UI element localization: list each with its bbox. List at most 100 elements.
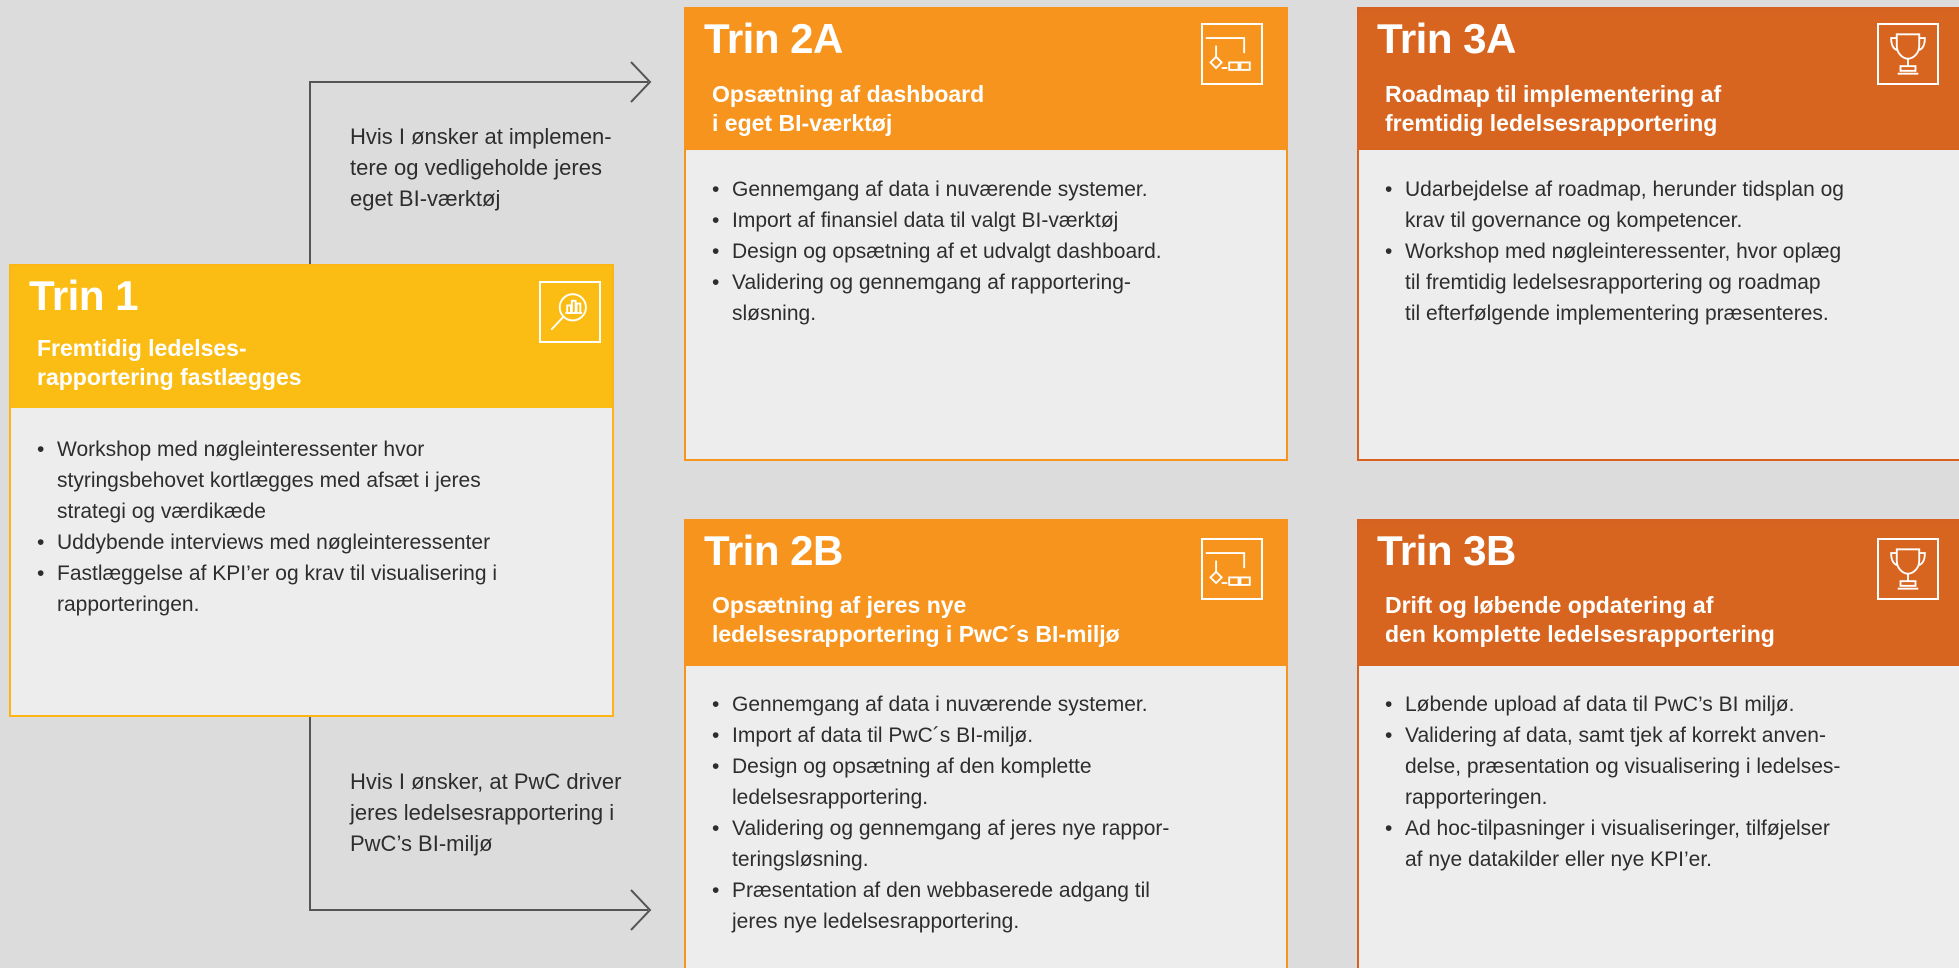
bullet-text: delse, præsentation og visualisering i l… bbox=[1405, 755, 1841, 778]
bullet-text: rapporteringen. bbox=[57, 593, 200, 616]
branch-bottom-line: PwC’s BI-miljø bbox=[350, 831, 493, 856]
bullet-icon: • bbox=[712, 693, 720, 716]
list-item: • Gennemgang af data i nuværende systeme… bbox=[712, 689, 1272, 720]
subtitle-line: Opsætning af jeres nye bbox=[712, 592, 967, 618]
card-title: Trin 3B bbox=[1377, 527, 1516, 574]
list-item: • Workshop med nøgleinteressenter, hvor … bbox=[1385, 236, 1945, 329]
bullet-icon: • bbox=[712, 271, 720, 294]
bullet-text: Gennemgang af data i nuværende systemer. bbox=[732, 693, 1148, 716]
bullet-text: Ad hoc-tilpasninger i visualiseringer, t… bbox=[1405, 817, 1830, 840]
subtitle-line: Fremtidig ledelses- bbox=[37, 335, 247, 361]
card-body: • Udarbejdelse af roadmap, herunder tids… bbox=[1385, 174, 1945, 329]
dashboard-flow-icon bbox=[1201, 23, 1263, 85]
bullet-text: Import af finansiel data til valgt BI-væ… bbox=[732, 209, 1119, 232]
arrowhead-top bbox=[630, 61, 652, 103]
card-header: Trin 1 Fremtidig ledelses- rapportering … bbox=[11, 266, 612, 408]
bullet-text: til efterfølgende implementering præsent… bbox=[1405, 302, 1829, 325]
card-header: Trin 3B Drift og løbende opdatering af d… bbox=[1359, 521, 1959, 666]
bullet-text: Uddybende interviews med nøgleinteressen… bbox=[57, 531, 491, 554]
list-item: • Udarbejdelse af roadmap, herunder tids… bbox=[1385, 174, 1945, 236]
card-body: • Gennemgang af data i nuværende systeme… bbox=[712, 689, 1272, 937]
card-title: Trin 2B bbox=[704, 527, 843, 574]
bullet-icon: • bbox=[712, 209, 720, 232]
bullet-icon: • bbox=[1385, 693, 1393, 716]
card-header: Trin 2A Opsætning af dashboard i eget BI… bbox=[686, 9, 1286, 150]
card-body: • Løbende upload af data til PwC’s BI mi… bbox=[1385, 689, 1945, 875]
bullet-icon: • bbox=[712, 178, 720, 201]
bullet-text: Udarbejdelse af roadmap, herunder tidspl… bbox=[1405, 178, 1844, 201]
card-subtitle: Roadmap til implementering af fremtidig … bbox=[1385, 80, 1721, 138]
bullet-text: teringsløsning. bbox=[732, 848, 869, 871]
bullet-text: Præsentation af den webbaserede adgang t… bbox=[732, 879, 1150, 902]
card-subtitle: Drift og løbende opdatering af den kompl… bbox=[1385, 591, 1775, 649]
card-title: Trin 1 bbox=[29, 272, 139, 319]
list-item: • Løbende upload af data til PwC’s BI mi… bbox=[1385, 689, 1945, 720]
bullet-text: krav til governance og kompetencer. bbox=[1405, 209, 1743, 232]
dashboard-flow-icon bbox=[1201, 538, 1263, 600]
subtitle-line: i eget BI-værktøj bbox=[712, 110, 893, 136]
list-item: • Validering og gennemgang af rapporteri… bbox=[712, 267, 1272, 329]
card-title: Trin 2A bbox=[704, 15, 843, 62]
bullet-icon: • bbox=[712, 817, 720, 840]
list-item: • Gennemgang af data i nuværende systeme… bbox=[712, 174, 1272, 205]
bullet-text: af nye datakilder eller nye KPI’er. bbox=[1405, 848, 1713, 871]
card-subtitle: Opsætning af jeres nye ledelsesrapporter… bbox=[712, 591, 1120, 649]
list-item: • Validering og gennemgang af jeres nye … bbox=[712, 813, 1272, 875]
subtitle-line: den komplette ledelsesrapportering bbox=[1385, 621, 1775, 647]
bullet-icon: • bbox=[37, 531, 45, 554]
list-item: • Uddybende interviews med nøgleinteress… bbox=[37, 527, 598, 558]
card-trin-2b: Trin 2B Opsætning af jeres nye ledelsesr… bbox=[684, 519, 1288, 968]
card-trin-1: Trin 1 Fremtidig ledelses- rapportering … bbox=[9, 264, 614, 717]
bullet-text: Design og opsætning af et udvalgt dashbo… bbox=[732, 240, 1162, 263]
list-item: • Design og opsætning af den komplette l… bbox=[712, 751, 1272, 813]
bullet-icon: • bbox=[712, 240, 720, 263]
card-body: • Workshop med nøgleinteressenter hvor s… bbox=[37, 434, 598, 620]
arrowhead-bottom bbox=[630, 889, 652, 931]
card-title: Trin 3A bbox=[1377, 15, 1516, 62]
card-trin-2a: Trin 2A Opsætning af dashboard i eget BI… bbox=[684, 7, 1288, 461]
bullet-text: jeres nye ledelsesrapportering. bbox=[732, 910, 1020, 933]
list-item: • Workshop med nøgleinteressenter hvor s… bbox=[37, 434, 598, 527]
bullet-text: Import af data til PwC´s BI-miljø. bbox=[732, 724, 1034, 747]
bullet-text: styringsbehovet kortlægges med afsæt i j… bbox=[57, 469, 481, 492]
branch-label-bottom: Hvis I ønsker, at PwC driver jeres ledel… bbox=[350, 766, 621, 859]
bullet-text: Validering og gennemgang af rapportering… bbox=[732, 271, 1131, 294]
bullet-text: Validering og gennemgang af jeres nye ra… bbox=[732, 817, 1170, 840]
trophy-icon bbox=[1877, 538, 1939, 600]
list-item: • Ad hoc-tilpasninger i visualiseringer,… bbox=[1385, 813, 1945, 875]
list-item: • Fastlæggelse af KPI’er og krav til vis… bbox=[37, 558, 598, 620]
bullet-text: Fastlæggelse af KPI’er og krav til visua… bbox=[57, 562, 498, 585]
bullet-icon: • bbox=[712, 755, 720, 778]
branch-label-top: Hvis I ønsker at implemen- tere og vedli… bbox=[350, 121, 612, 214]
card-trin-3b: Trin 3B Drift og løbende opdatering af d… bbox=[1357, 519, 1959, 968]
bullet-text: Workshop med nøgleinteressenter, hvor op… bbox=[1405, 240, 1842, 263]
branch-top-line: eget BI-værktøj bbox=[350, 186, 501, 211]
branch-bottom-line: Hvis I ønsker, at PwC driver bbox=[350, 769, 622, 794]
card-subtitle: Opsætning af dashboard i eget BI-værktøj bbox=[712, 80, 984, 138]
bullet-icon: • bbox=[712, 724, 720, 747]
branch-bottom-line: jeres ledelsesrapportering i bbox=[350, 800, 615, 825]
subtitle-line: Drift og løbende opdatering af bbox=[1385, 592, 1714, 618]
subtitle-line: Opsætning af dashboard bbox=[712, 81, 985, 107]
bullet-text: Workshop med nøgleinteressenter hvor bbox=[57, 438, 425, 461]
bullet-icon: • bbox=[1385, 724, 1393, 747]
bullet-text: sløsning. bbox=[732, 302, 817, 325]
subtitle-line: ledelsesrapportering i PwC´s BI-miljø bbox=[712, 621, 1120, 647]
trophy-icon bbox=[1877, 23, 1939, 85]
list-item: • Validering af data, samt tjek af korre… bbox=[1385, 720, 1945, 813]
bullet-icon: • bbox=[1385, 178, 1393, 201]
bullet-text: Gennemgang af data i nuværende systemer. bbox=[732, 178, 1148, 201]
branch-top-line: Hvis I ønsker at implemen- bbox=[350, 124, 612, 149]
magnifier-chart-icon bbox=[539, 281, 601, 343]
card-header: Trin 3A Roadmap til implementering af fr… bbox=[1359, 9, 1959, 150]
subtitle-line: fremtidig ledelsesrapportering bbox=[1385, 110, 1718, 136]
bullet-icon: • bbox=[1385, 817, 1393, 840]
bullet-text: strategi og værdikæde bbox=[57, 500, 266, 523]
bullet-text: til fremtidig ledelsesrapportering og ro… bbox=[1405, 271, 1821, 294]
bullet-text: Validering af data, samt tjek af korrekt… bbox=[1405, 724, 1826, 747]
card-subtitle: Fremtidig ledelses- rapportering fastlæg… bbox=[37, 334, 302, 392]
list-item: • Præsentation af den webbaserede adgang… bbox=[712, 875, 1272, 937]
card-trin-3a: Trin 3A Roadmap til implementering af fr… bbox=[1357, 7, 1959, 461]
list-item: • Import af data til PwC´s BI-miljø. bbox=[712, 720, 1272, 751]
